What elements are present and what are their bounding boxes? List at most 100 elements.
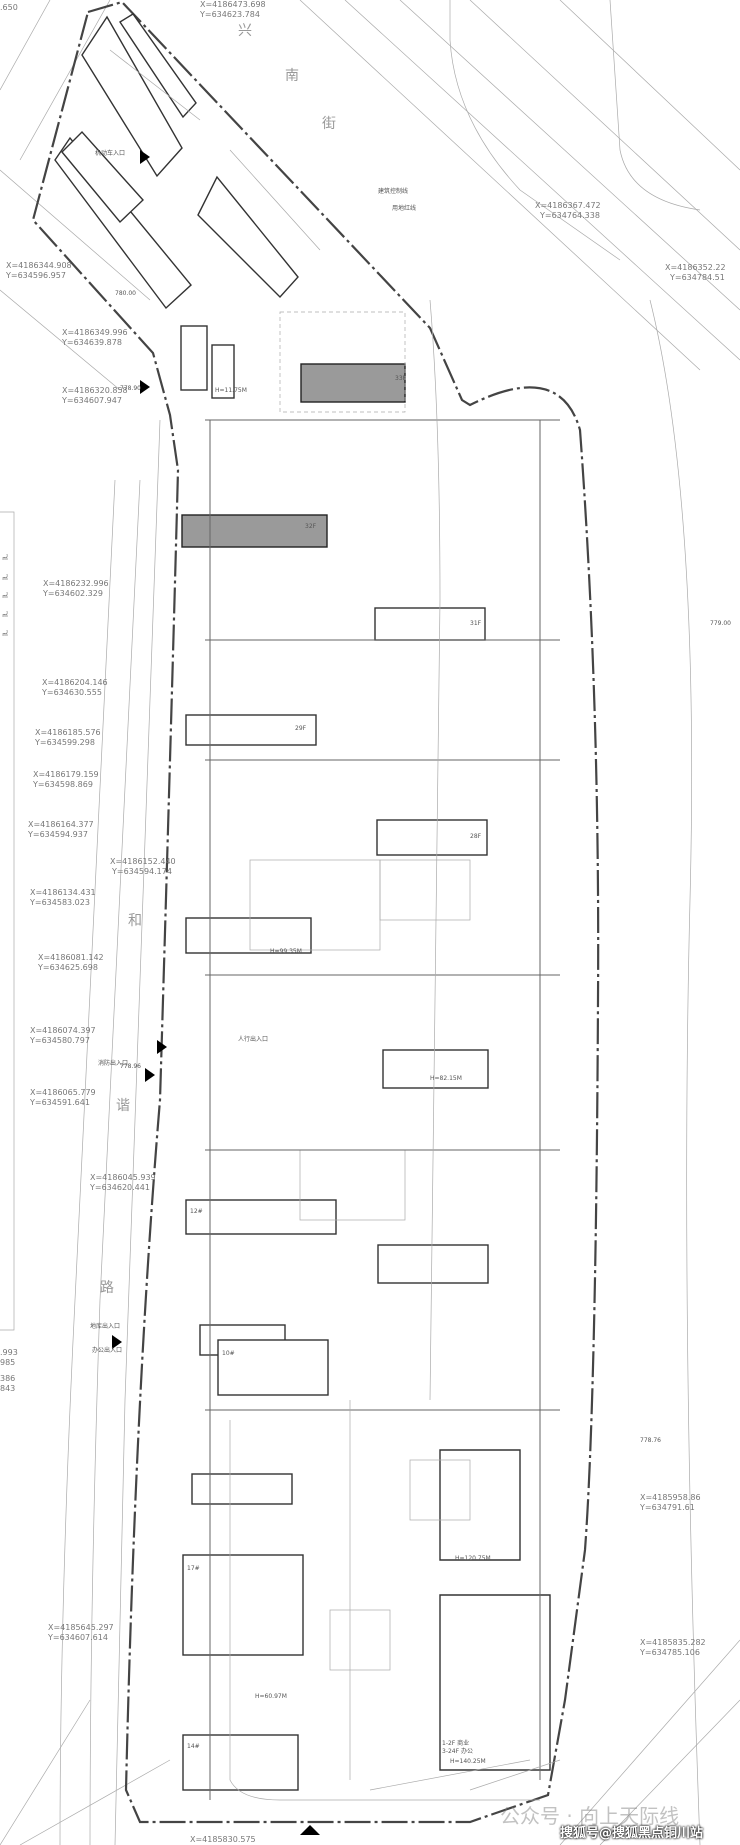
svg-text:Y=634639.878: Y=634639.878 bbox=[61, 338, 122, 347]
svg-text:X=4186473.698: X=4186473.698 bbox=[200, 0, 266, 9]
entrance-arrow-icon bbox=[145, 1068, 155, 1082]
svg-text:X=4185645.297: X=4185645.297 bbox=[48, 1623, 114, 1632]
commercial-buildings bbox=[182, 1339, 551, 1791]
svg-text:Y=634620.441: Y=634620.441 bbox=[89, 1183, 150, 1192]
svg-text:32F: 32F bbox=[305, 523, 317, 530]
svg-text:985: 985 bbox=[0, 1358, 15, 1367]
north-buildings bbox=[54, 13, 321, 310]
entrance-arrow-icon bbox=[157, 1040, 167, 1054]
svg-text:12#: 12# bbox=[190, 1208, 203, 1215]
road-name-char: 谐 bbox=[116, 1098, 130, 1114]
svg-text:10#: 10# bbox=[222, 1350, 235, 1357]
svg-text:H=120.75M: H=120.75M bbox=[455, 1555, 491, 1562]
svg-text:Y=634785.106: Y=634785.106 bbox=[639, 1648, 700, 1657]
entrance-arrow-icon bbox=[300, 1825, 320, 1835]
svg-text:Y=634594.174: Y=634594.174 bbox=[111, 867, 172, 876]
svg-text:X=4185958.86: X=4185958.86 bbox=[640, 1493, 701, 1502]
sohu-watermark: 搜狐号@搜狐黑点铜川站 bbox=[560, 1826, 704, 1841]
entrance-arrow-icon bbox=[140, 380, 150, 394]
svg-text:X=4186134.431: X=4186134.431 bbox=[30, 888, 96, 897]
svg-text:Y=634591.641: Y=634591.641 bbox=[29, 1098, 90, 1107]
svg-text:Y=634630.555: Y=634630.555 bbox=[41, 688, 102, 697]
svg-text:778.76: 778.76 bbox=[640, 1437, 661, 1444]
road-names: 兴 南 街 和 谐 路 bbox=[100, 23, 336, 1296]
svg-text:X=4186065.779: X=4186065.779 bbox=[30, 1088, 96, 1097]
svg-text:X=4185835.282: X=4185835.282 bbox=[640, 1638, 706, 1647]
coordinate-label: X=4185830.575 bbox=[190, 1835, 256, 1844]
building-labels: H=140.25M H=120.75M H=99.35M H=60.97M H=… bbox=[187, 375, 491, 1765]
svg-text:778.90: 778.90 bbox=[120, 385, 141, 392]
svg-text:780.00: 780.00 bbox=[115, 290, 136, 297]
residential-buildings bbox=[180, 311, 489, 1505]
internal-roads bbox=[205, 299, 561, 1801]
svg-text:H=11.75M: H=11.75M bbox=[215, 387, 247, 394]
svg-text:Y=634623.784: Y=634623.784 bbox=[199, 10, 260, 19]
coordinate-label: X=4186352.22Y=634784.51 bbox=[665, 263, 726, 282]
svg-text:㎡: ㎡ bbox=[2, 574, 8, 582]
svg-text:3-24F 办公: 3-24F 办公 bbox=[442, 1747, 473, 1755]
svg-text:.993: .993 bbox=[0, 1348, 18, 1357]
svg-text:Y=634764.338: Y=634764.338 bbox=[539, 211, 600, 220]
svg-text:Y=634602.329: Y=634602.329 bbox=[42, 589, 103, 598]
svg-text:X=4186349.996: X=4186349.996 bbox=[62, 328, 128, 337]
entrance-label: 机动车入口 bbox=[95, 149, 125, 157]
building-control-line-label: 建筑控制线 bbox=[378, 187, 408, 195]
svg-text:1-2F 商业: 1-2F 商业 bbox=[442, 1739, 469, 1747]
elevation-marks: 780.00 778.90 778.96 778.76 779.00 bbox=[115, 290, 731, 1444]
entrance-arrow-icon bbox=[112, 1335, 122, 1349]
svg-text:X=4186320.858: X=4186320.858 bbox=[62, 386, 128, 395]
svg-text:㎡: ㎡ bbox=[2, 592, 8, 600]
svg-text:Y=634784.51: Y=634784.51 bbox=[669, 273, 725, 282]
svg-text:Y=634580.797: Y=634580.797 bbox=[29, 1036, 90, 1045]
svg-text:Y=634598.869: Y=634598.869 bbox=[32, 780, 93, 789]
svg-text:X=4186074.397: X=4186074.397 bbox=[30, 1026, 96, 1035]
svg-text:X=4185830.575: X=4185830.575 bbox=[190, 1835, 256, 1844]
svg-text:H=140.25M: H=140.25M bbox=[450, 1758, 486, 1765]
svg-text:31F: 31F bbox=[470, 620, 482, 627]
site-boundary bbox=[31, 0, 600, 1824]
svg-text:X=4186152.440: X=4186152.440 bbox=[110, 857, 176, 866]
svg-text:779.00: 779.00 bbox=[710, 620, 731, 627]
svg-text:Y=634607.614: Y=634607.614 bbox=[47, 1633, 108, 1642]
svg-text:Y=634607.947: Y=634607.947 bbox=[61, 396, 122, 405]
svg-text:X=4186232.996: X=4186232.996 bbox=[43, 579, 109, 588]
svg-text:28F: 28F bbox=[470, 833, 482, 840]
svg-text:㎡: ㎡ bbox=[2, 554, 8, 562]
svg-text:843: 843 bbox=[0, 1384, 15, 1393]
svg-text:X=4186179.159: X=4186179.159 bbox=[33, 770, 99, 779]
entrance-label: 地库出入口 bbox=[90, 1322, 120, 1330]
svg-text:17#: 17# bbox=[187, 1565, 200, 1572]
road-name-char: 路 bbox=[100, 1280, 114, 1296]
svg-text:Y=634791.61: Y=634791.61 bbox=[639, 1503, 695, 1512]
svg-text:778.96: 778.96 bbox=[120, 1063, 141, 1070]
svg-text:Y=634599.298: Y=634599.298 bbox=[34, 738, 95, 747]
entrance-label: 办公出入口 bbox=[92, 1346, 122, 1354]
svg-text:X=4186081.142: X=4186081.142 bbox=[38, 953, 104, 962]
svg-text:Y=634625.698: Y=634625.698 bbox=[37, 963, 98, 972]
svg-text:X=4186352.22: X=4186352.22 bbox=[665, 263, 726, 272]
svg-text:33F: 33F bbox=[395, 375, 407, 382]
svg-text:14#: 14# bbox=[187, 1743, 200, 1750]
svg-text:X=4186204.146: X=4186204.146 bbox=[42, 678, 108, 687]
svg-text:29F: 29F bbox=[295, 725, 307, 732]
road-name-char: 南 bbox=[285, 68, 299, 84]
svg-text:Y=634596.957: Y=634596.957 bbox=[5, 271, 66, 280]
coordinate-label: X=4185958.86Y=634791.61 bbox=[639, 1493, 701, 1512]
